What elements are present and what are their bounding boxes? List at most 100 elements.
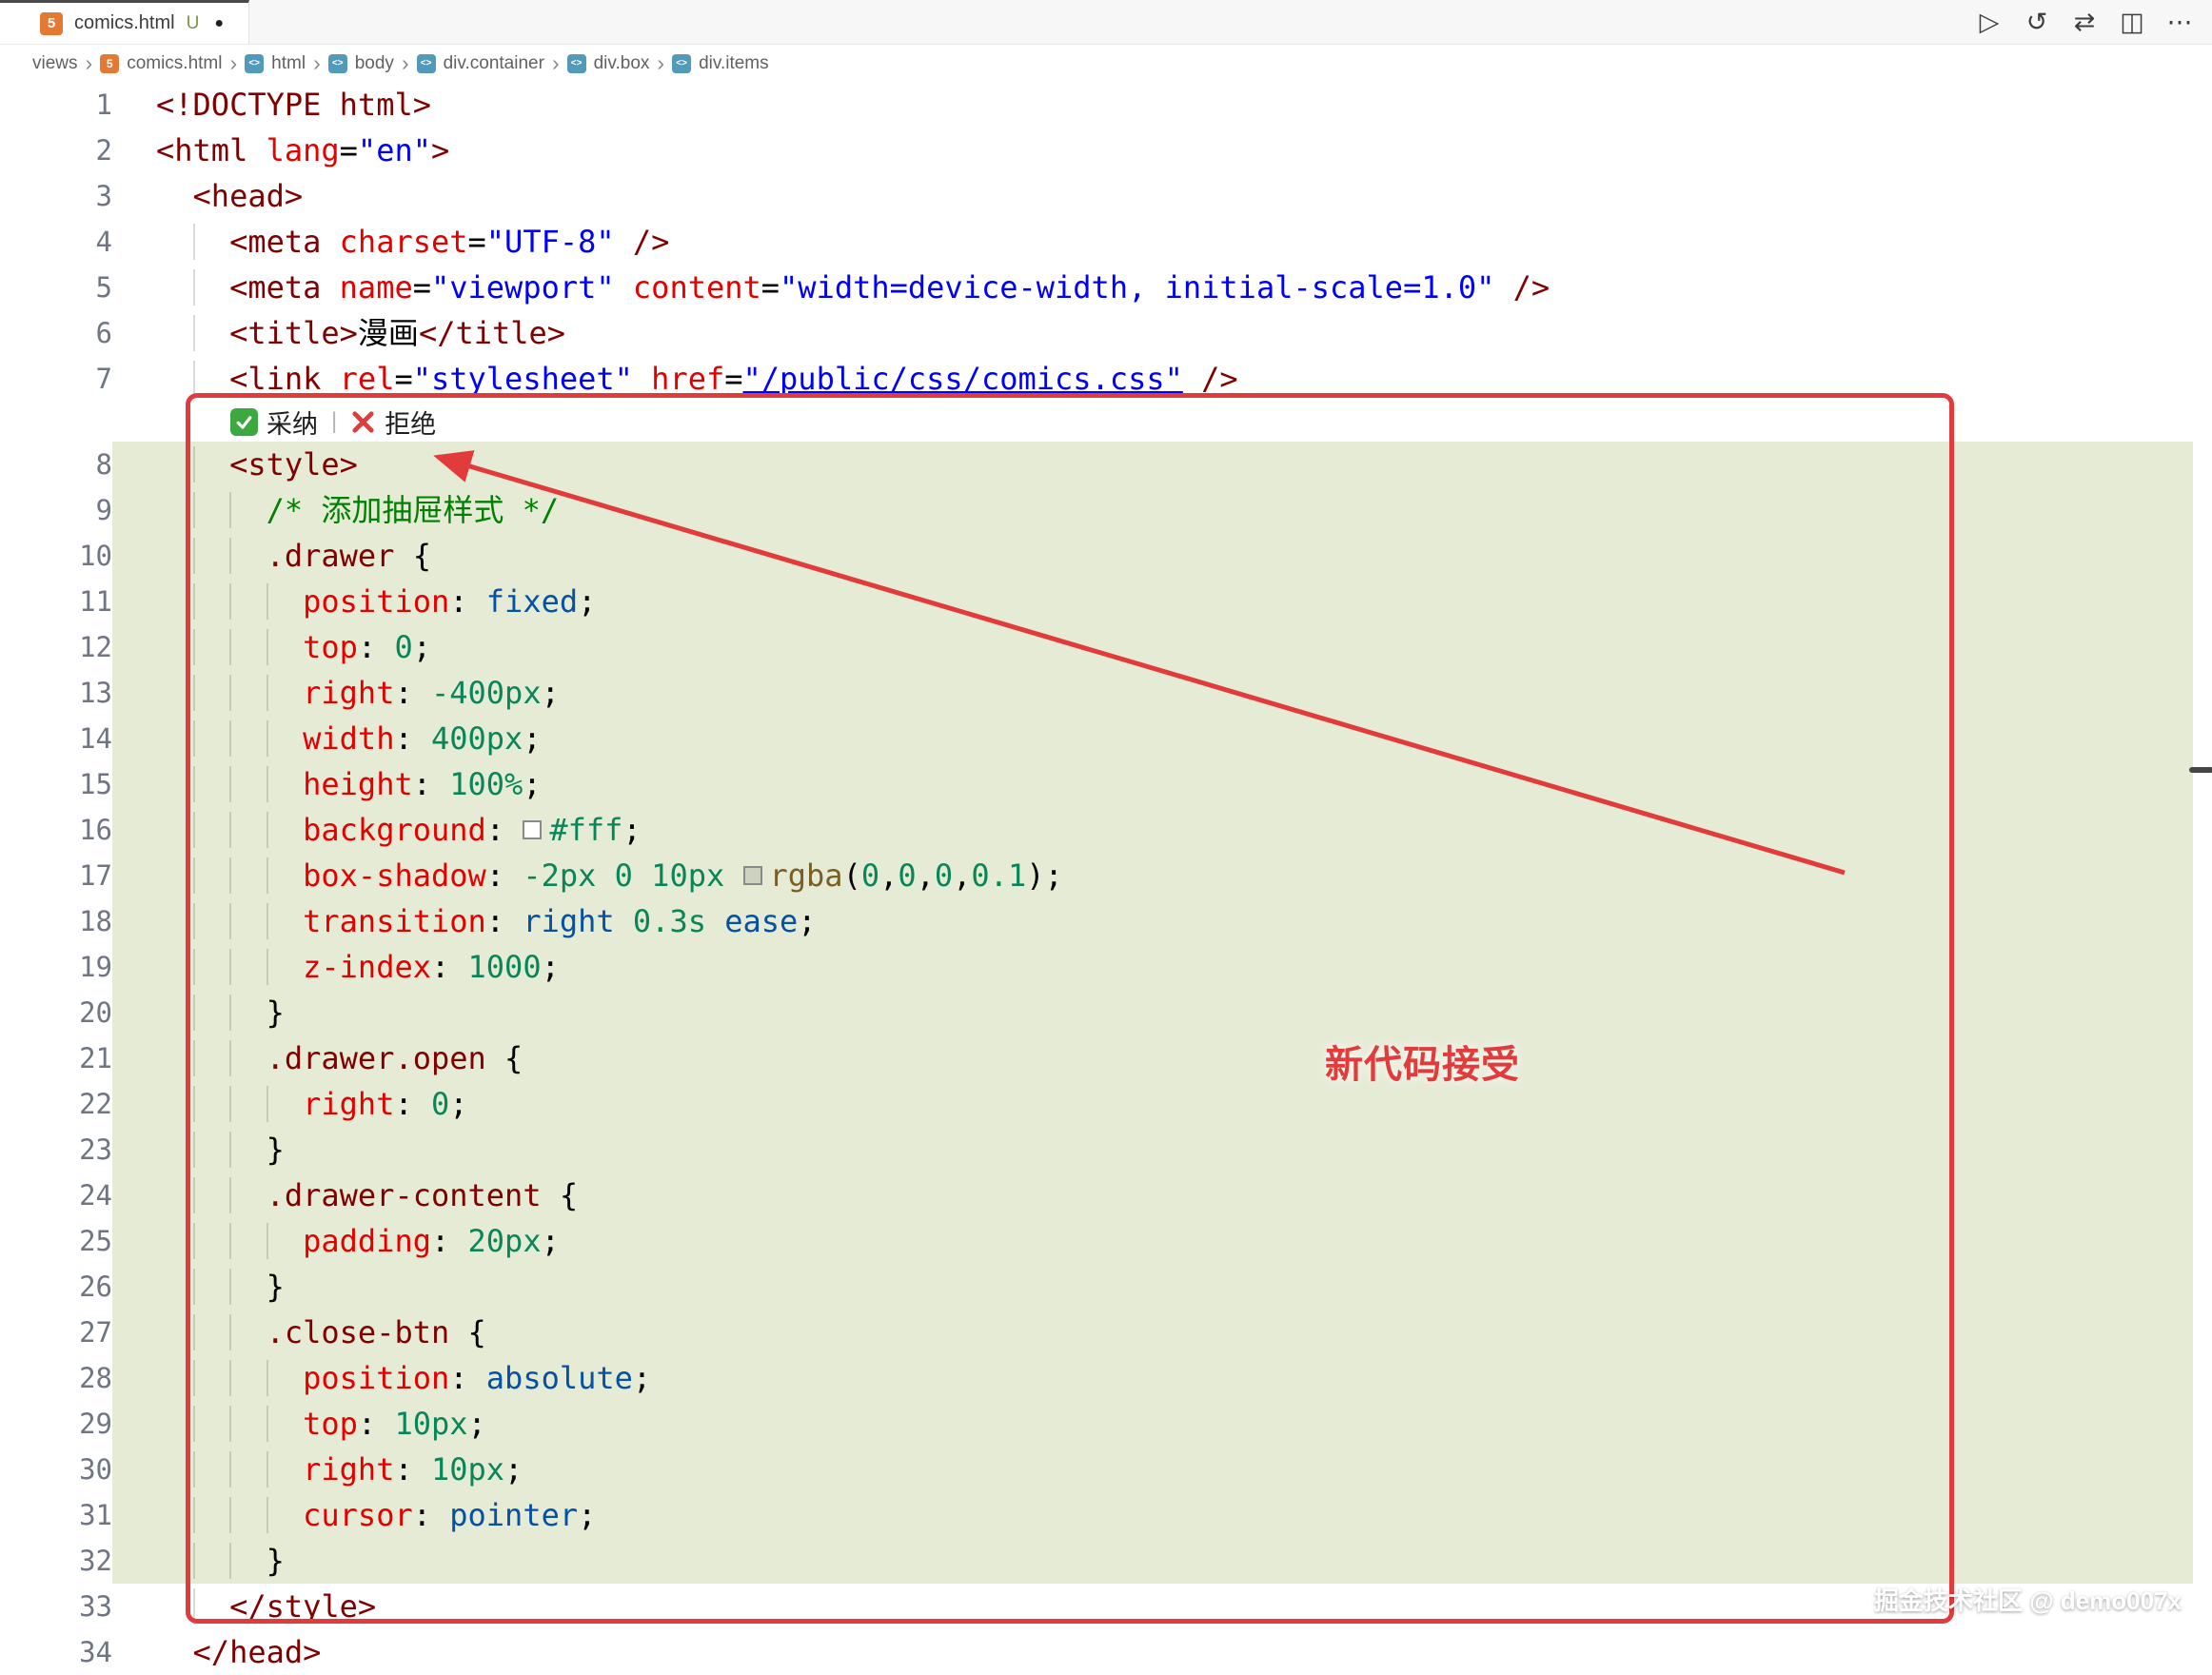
code-text[interactable]: z-index: 1000; — [112, 944, 2193, 990]
code-line: 14 width: 400px; — [0, 716, 2212, 761]
split-editor-icon[interactable]: ◫ — [2120, 7, 2144, 36]
indent — [156, 224, 193, 260]
code-line: 20 } — [0, 990, 2212, 1035]
history-icon[interactable]: ↺ — [2025, 7, 2048, 36]
code-text[interactable]: box-shadow: -2px 0 10px rgba(0,0,0,0.1); — [112, 853, 2193, 898]
code-text[interactable]: width: 400px; — [112, 716, 2193, 761]
token: cursor — [303, 1497, 413, 1533]
token: background — [303, 812, 486, 848]
code-text[interactable]: } — [112, 1264, 2193, 1310]
color-swatch[interactable] — [523, 819, 543, 839]
code-text[interactable]: <head> — [112, 173, 2193, 219]
code-text[interactable]: right: 10px; — [112, 1447, 2193, 1492]
token: } — [266, 1543, 285, 1579]
code-text[interactable]: background: #fff; — [112, 807, 2193, 853]
token: <link — [229, 361, 340, 397]
indent — [156, 269, 193, 305]
code-text[interactable]: transition: right 0.3s ease; — [112, 898, 2193, 944]
code-text[interactable]: right: -400px; — [112, 670, 2193, 716]
code-text[interactable]: .drawer { — [112, 533, 2193, 579]
breadcrumb-item-views[interactable]: views — [32, 53, 78, 74]
indent — [156, 1543, 193, 1579]
code-text[interactable]: } — [112, 990, 2193, 1035]
code-text[interactable]: top: 10px; — [112, 1401, 2193, 1447]
code-text[interactable]: right: 0; — [112, 1081, 2193, 1127]
line-number: 10 — [79, 540, 112, 572]
token: "width=device-width, initial-scale=1.0" — [780, 269, 1495, 305]
code-text[interactable]: padding: 20px; — [112, 1218, 2193, 1264]
token: 0 — [430, 1086, 450, 1122]
code-text[interactable]: cursor: pointer; — [112, 1492, 2193, 1538]
token: : — [394, 675, 431, 711]
compare-changes-icon[interactable]: ⇄ — [2073, 7, 2096, 36]
breadcrumb-item-div-container[interactable]: <>div.container — [416, 53, 544, 74]
breadcrumb-item-html[interactable]: <>html — [245, 53, 306, 74]
line-number: 16 — [79, 814, 112, 846]
breadcrumb-item-div-box[interactable]: <>div.box — [566, 53, 649, 74]
more-actions-icon[interactable]: ⋯ — [2166, 7, 2193, 36]
token: ); — [1026, 857, 1063, 894]
color-swatch[interactable] — [742, 865, 762, 885]
token: 0.3s — [632, 903, 706, 939]
indent — [156, 361, 193, 397]
run-icon[interactable]: ▷ — [1979, 7, 2000, 36]
code-text[interactable]: <meta name="viewport" content="width=dev… — [112, 265, 2193, 310]
code-text[interactable]: <!DOCTYPE html> — [112, 82, 2193, 128]
code-text[interactable]: } — [112, 1538, 2193, 1584]
code-text[interactable]: } — [112, 1127, 2193, 1172]
line-number: 23 — [79, 1133, 112, 1166]
indent — [229, 1497, 267, 1533]
editor[interactable]: 1<!DOCTYPE html>2<html lang="en">3 <head… — [0, 82, 2212, 1675]
code-text[interactable]: height: 100%; — [112, 761, 2193, 807]
annotation-text: 新代码接受 — [1325, 1044, 1520, 1086]
indent — [156, 995, 193, 1031]
breadcrumb-item-body[interactable]: <>body — [327, 53, 394, 74]
token: <head> — [192, 178, 304, 214]
indent — [156, 1086, 193, 1122]
token: : — [394, 1451, 431, 1488]
token: "en" — [357, 132, 431, 168]
tab-comics-html[interactable]: 5 comics.html U ● — [0, 0, 249, 44]
element-symbol-icon: <> — [327, 53, 347, 73]
code-text[interactable]: position: fixed; — [112, 579, 2193, 624]
accept-button[interactable]: 采纳 — [230, 404, 318, 441]
indent — [192, 492, 230, 528]
line-number: 20 — [79, 996, 112, 1029]
element-symbol-icon: <> — [672, 53, 692, 73]
token: ; — [578, 1497, 597, 1533]
code-text[interactable]: </style> — [112, 1584, 2193, 1629]
code-line: 12 top: 0; — [0, 624, 2212, 670]
code-text[interactable]: .drawer-content { — [112, 1172, 2193, 1218]
code-line: 24 .drawer-content { — [0, 1172, 2212, 1218]
reject-button[interactable]: 拒绝 — [350, 404, 436, 441]
code-text[interactable]: /* 添加抽屉样式 */ — [112, 487, 2193, 533]
code-text[interactable]: <link rel="stylesheet" href="/public/css… — [112, 356, 2193, 402]
code-text[interactable]: .close-btn { — [112, 1310, 2193, 1355]
breadcrumb-item-div-items[interactable]: <>div.items — [672, 53, 769, 74]
code-text[interactable]: <html lang="en"> — [112, 128, 2193, 173]
token: /* 添加抽屉样式 */ — [266, 492, 560, 528]
code-text[interactable]: <meta charset="UTF-8" /> — [112, 219, 2193, 265]
line-number: 21 — [79, 1042, 112, 1074]
code-line: 5 <meta name="viewport" content="width=d… — [0, 265, 2212, 310]
code-text[interactable]: .drawer.open { — [112, 1035, 2193, 1081]
scrollbar[interactable] — [2189, 82, 2212, 1648]
token: 0 — [394, 629, 413, 665]
code-text[interactable]: </head> — [112, 1629, 2193, 1675]
token: } — [266, 1132, 285, 1168]
token: = — [724, 361, 743, 397]
code-line: 2<html lang="en"> — [0, 128, 2212, 173]
indent — [156, 538, 193, 574]
code-text[interactable]: position: absolute; — [112, 1355, 2193, 1401]
breadcrumb-separator-icon: › — [313, 50, 321, 75]
line-number: 9 — [95, 494, 112, 526]
indent — [156, 178, 193, 214]
token — [615, 903, 633, 939]
token: 100% — [449, 766, 523, 802]
code-text[interactable]: <style> — [112, 442, 2193, 487]
token: right — [523, 903, 615, 939]
code-text[interactable]: top: 0; — [112, 624, 2193, 670]
code-text[interactable]: <title>漫画</title> — [112, 310, 2193, 356]
token: ; — [578, 583, 597, 620]
